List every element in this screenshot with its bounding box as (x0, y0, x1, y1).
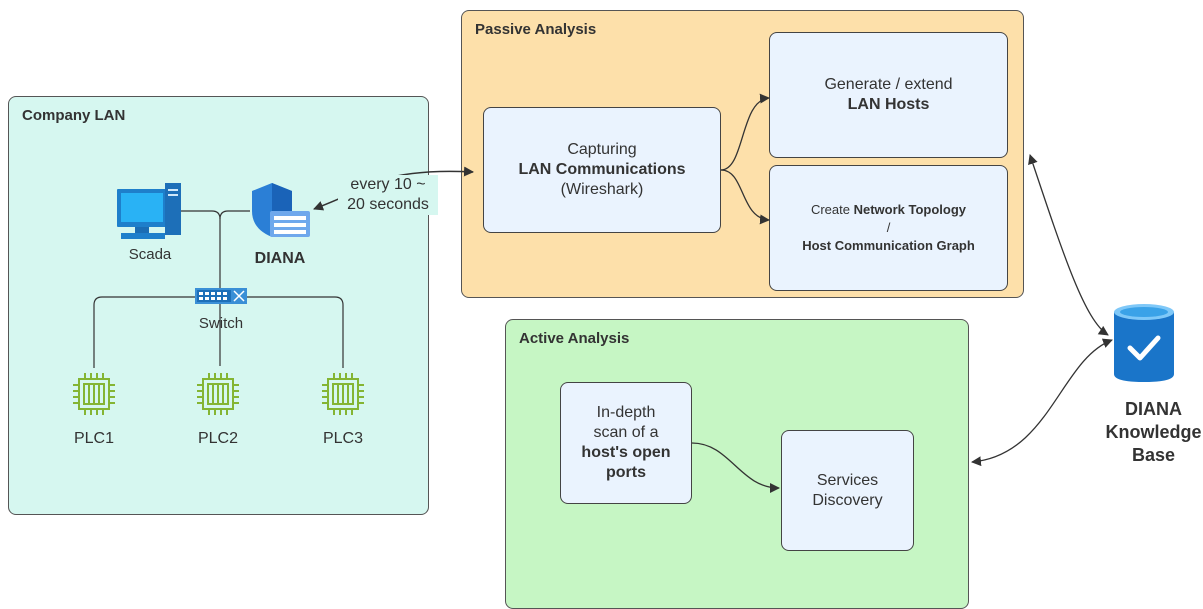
kb-line1: DIANA (1125, 399, 1182, 419)
capture-box: Capturing LAN Communications (Wireshark) (483, 107, 721, 233)
scan-line4: ports (606, 464, 646, 481)
topology-slash: / (886, 220, 891, 235)
lan-hosts-line2: LAN Hosts (847, 96, 930, 113)
diana-label: DIANA (254, 250, 306, 267)
kb-line3: Base (1131, 445, 1176, 465)
capture-hosts-arrow (720, 93, 770, 171)
kb-active-arrow (971, 338, 1113, 467)
services-box: Services Discovery (781, 430, 914, 551)
capture-line2: LAN Communications (518, 161, 686, 178)
interval-line1: every 10 ~ (338, 175, 438, 195)
switch-icon (195, 288, 247, 304)
scan-line1: In-depth (596, 404, 656, 421)
database-check-icon (1114, 304, 1174, 382)
scan-box: In-depth scan of a host's open ports (560, 382, 692, 504)
services-line2: Discovery (812, 491, 883, 509)
knowledge-base-label: DIANA Knowledge Base (1104, 398, 1203, 467)
lan-hosts-line1: Generate / extend (824, 76, 953, 93)
plc1-label: PLC1 (73, 430, 115, 447)
plc3-label: PLC3 (322, 430, 364, 447)
company-lan-title: Company LAN (22, 107, 126, 124)
kb-passive-arrow (1028, 154, 1109, 336)
plc-chip-icon (322, 373, 364, 415)
scan-line3: host's open (581, 444, 671, 461)
active-analysis-title: Active Analysis (519, 330, 630, 347)
services-line1: Services (816, 471, 879, 489)
shield-server-icon (252, 183, 310, 237)
capture-topology-arrow (720, 169, 770, 225)
topology-prefix: Create (810, 202, 854, 217)
capture-line3: (Wireshark) (560, 181, 644, 198)
scada-label: Scada (128, 246, 172, 263)
company-lan-panel: Company LAN (8, 96, 429, 515)
topology-bold1: Network Topology (853, 202, 967, 217)
capture-line1: Capturing (567, 141, 637, 158)
lan-hosts-box: Generate / extend LAN Hosts (769, 32, 1008, 158)
scan-line2: scan of a (593, 424, 659, 441)
kb-line2: Knowledge (1105, 422, 1202, 442)
scan-services-arrow (691, 442, 780, 493)
topology-bold2: Host Communication Graph (802, 238, 975, 253)
plc2-label: PLC2 (197, 430, 239, 447)
plc-chip-icon (197, 373, 239, 415)
topology-box: Create Network Topology / Host Communica… (769, 165, 1008, 291)
interval-line2: 20 seconds (338, 195, 438, 215)
switch-label: Switch (198, 315, 244, 332)
plc-chip-icon (73, 373, 115, 415)
topology-line1: Create Network Topology (811, 201, 966, 219)
passive-analysis-title: Passive Analysis (475, 21, 597, 38)
computer-icon (117, 183, 181, 239)
interval-label: every 10 ~ 20 seconds (338, 175, 438, 215)
